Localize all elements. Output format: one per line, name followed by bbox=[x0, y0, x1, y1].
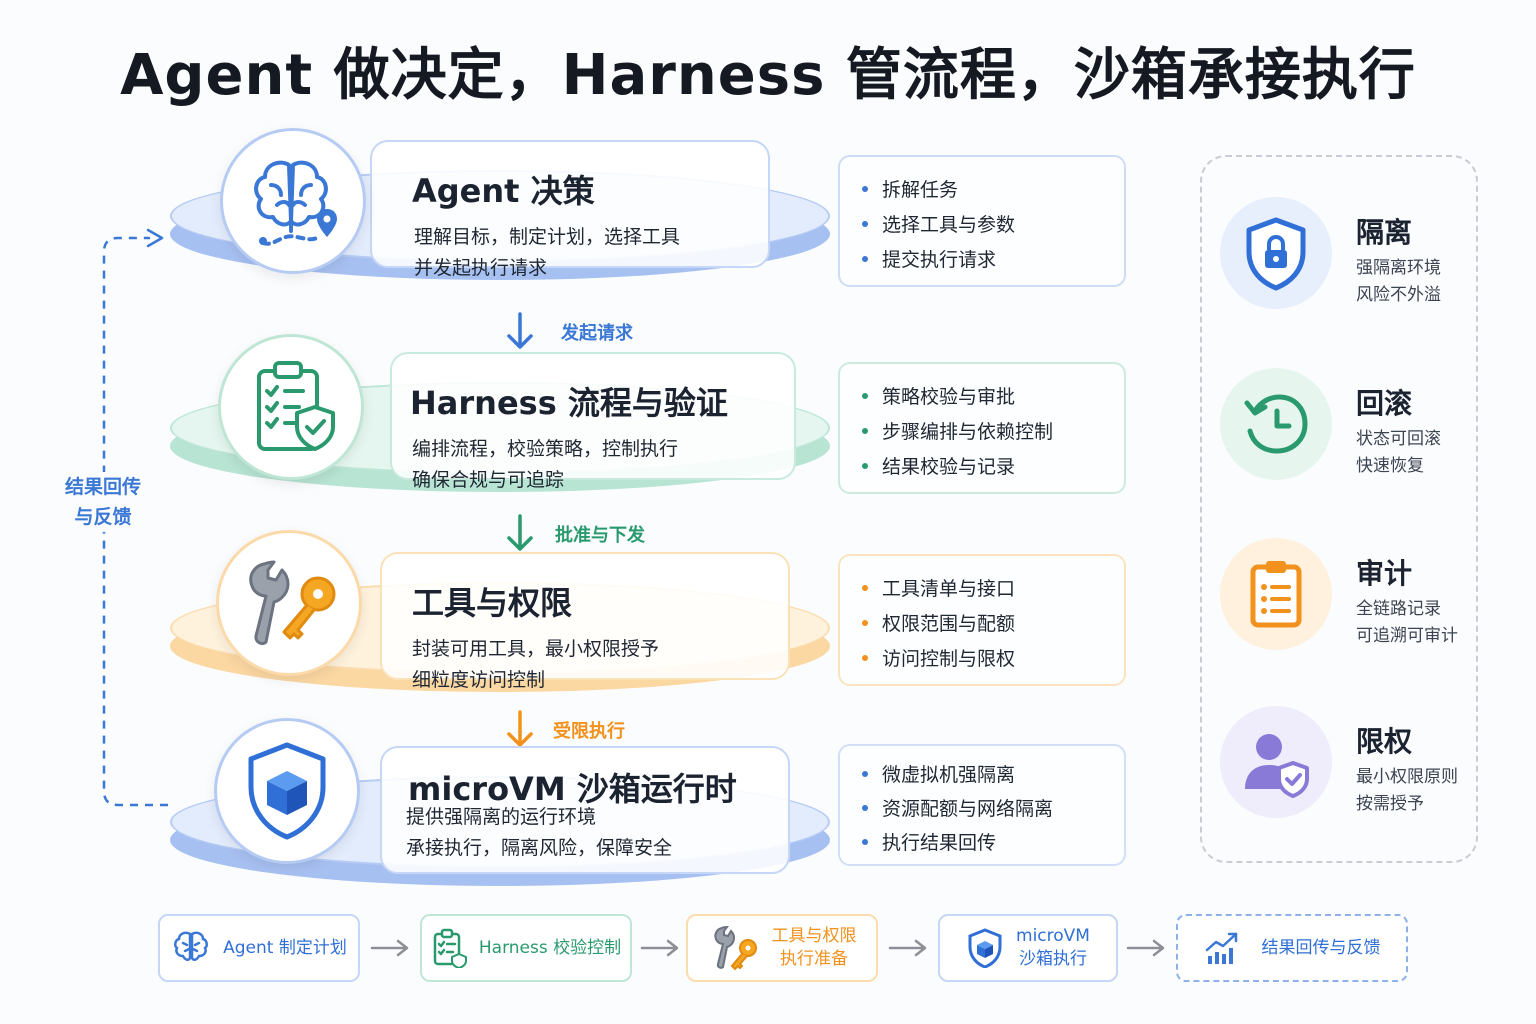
feedback-loop-line bbox=[102, 228, 168, 807]
bullet-box-tools: 工具清单与接口 权限范围与配额 访问控制与限权 bbox=[838, 554, 1126, 686]
user-shield-icon bbox=[1220, 706, 1332, 818]
brain-route-icon bbox=[220, 128, 366, 274]
connector-restricted: 受限执行 bbox=[505, 710, 625, 750]
list-item: 执行结果回传 bbox=[862, 826, 1124, 860]
feature-isolation: 隔离 强隔离环境 风险不外溢 bbox=[1220, 197, 1480, 317]
arrow-right-icon bbox=[370, 939, 409, 957]
list-item: 资源配额与网络隔离 bbox=[862, 792, 1124, 826]
clipboard-check-icon bbox=[431, 928, 467, 968]
feature-least-privilege: 限权 最小权限原则 按需授予 bbox=[1220, 706, 1480, 826]
features-panel bbox=[1200, 155, 1478, 863]
bullet-box-microvm: 微虚拟机强隔离 资源配额与网络隔离 执行结果回传 bbox=[838, 744, 1126, 866]
list-item: 结果校验与记录 bbox=[862, 450, 1124, 485]
list-item: 策略校验与审批 bbox=[862, 380, 1124, 415]
layer-microvm: microVM 沙箱运行时 提供强隔离的运行环境 承接执行，隔离风险，保障安全 bbox=[170, 718, 830, 886]
shield-lock-icon bbox=[1220, 197, 1332, 309]
layer-desc: 封装可用工具，最小权限授予 细粒度访问控制 bbox=[412, 638, 660, 691]
list-item: 提交执行请求 bbox=[862, 243, 1124, 278]
arrow-down-icon bbox=[507, 514, 533, 551]
brain-icon bbox=[171, 928, 211, 968]
wrench-key-icon bbox=[216, 530, 362, 676]
arrow-down-icon bbox=[507, 710, 533, 747]
audit-clipboard-icon bbox=[1220, 538, 1332, 650]
connector-request: 发起请求 bbox=[505, 312, 633, 352]
list-item: 步骤编排与依赖控制 bbox=[862, 415, 1124, 450]
trend-chart-icon bbox=[1204, 930, 1240, 966]
flow-step-harness: Harness 校验控制 bbox=[420, 914, 632, 982]
layer-title: Agent 决策 bbox=[412, 172, 595, 210]
layer-title: 工具与权限 bbox=[412, 584, 573, 622]
layer-desc: 理解目标，制定计划，选择工具 并发起执行请求 bbox=[414, 226, 681, 279]
flow-step-tools: 工具与权限 执行准备 bbox=[686, 914, 878, 982]
list-item: 权限范围与配额 bbox=[862, 607, 1124, 642]
list-item: 选择工具与参数 bbox=[862, 208, 1124, 243]
layer-agent: Agent 决策 理解目标，制定计划，选择工具 并发起执行请求 bbox=[170, 128, 830, 280]
shield-cube-icon bbox=[966, 928, 1004, 968]
arrow-right-icon bbox=[888, 939, 927, 957]
page-title: Agent 做决定，Harness 管流程，沙箱承接执行 bbox=[120, 43, 1416, 108]
bullet-box-agent: 拆解任务 选择工具与参数 提交执行请求 bbox=[838, 155, 1126, 287]
wrench-key-icon bbox=[708, 924, 760, 972]
flow-step-feedback: 结果回传与反馈 bbox=[1176, 914, 1408, 982]
list-item: 拆解任务 bbox=[862, 173, 1124, 208]
layer-tools: 工具与权限 封装可用工具，最小权限授予 细粒度访问控制 bbox=[170, 530, 830, 692]
layer-harness: Harness 流程与验证 编排流程，校验策略，控制执行 确保合规与可追踪 bbox=[170, 334, 830, 492]
list-item: 微虚拟机强隔离 bbox=[862, 758, 1124, 792]
layer-title: microVM 沙箱运行时 bbox=[408, 770, 737, 808]
history-clock-icon bbox=[1220, 368, 1332, 480]
layer-desc: 编排流程，校验策略，控制执行 确保合规与可追踪 bbox=[412, 438, 679, 491]
arrow-down-icon bbox=[507, 312, 533, 349]
bullet-box-harness: 策略校验与审批 步骤编排与依赖控制 结果校验与记录 bbox=[838, 362, 1126, 494]
clipboard-shield-icon bbox=[218, 334, 364, 480]
connector-approve: 批准与下发 bbox=[505, 514, 645, 554]
feedback-label: 结果回传 与反馈 bbox=[58, 472, 148, 532]
feature-audit: 审计 全链路记录 可追溯可审计 bbox=[1220, 538, 1480, 658]
layer-title: Harness 流程与验证 bbox=[410, 384, 728, 422]
flow-step-agent: Agent 制定计划 bbox=[158, 914, 360, 982]
arrow-right-icon bbox=[1126, 939, 1165, 957]
flow-step-microvm: microVM 沙箱执行 bbox=[938, 914, 1118, 982]
layer-desc: 提供强隔离的运行环境 承接执行，隔离风险，保障安全 bbox=[406, 806, 673, 859]
list-item: 访问控制与限权 bbox=[862, 642, 1124, 677]
list-item: 工具清单与接口 bbox=[862, 572, 1124, 607]
arrow-right-icon bbox=[640, 939, 679, 957]
feature-rollback: 回滚 状态可回滚 快速恢复 bbox=[1220, 368, 1480, 488]
shield-cube-icon bbox=[214, 718, 360, 864]
